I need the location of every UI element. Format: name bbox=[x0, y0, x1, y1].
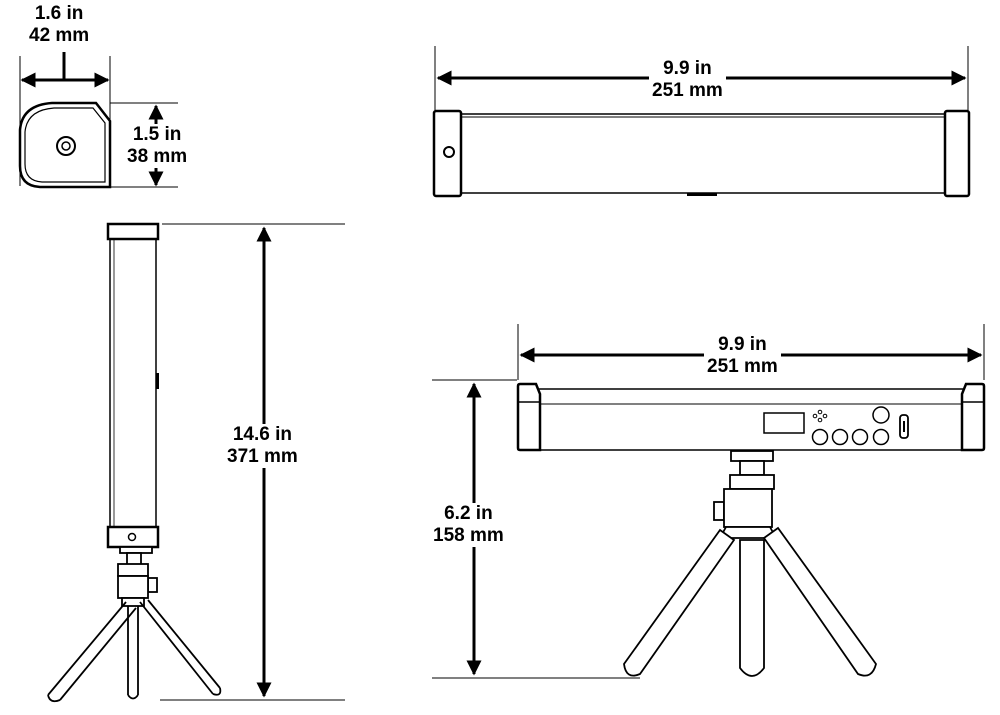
front-view bbox=[432, 324, 986, 679]
end-width-label: 1.6 in 42 mm bbox=[26, 3, 93, 47]
front-usb-port bbox=[899, 414, 909, 439]
front-height-metric: 158 mm bbox=[433, 525, 504, 546]
front-tripod-legs bbox=[623, 526, 877, 677]
front-length-metric: 251 mm bbox=[707, 356, 778, 377]
front-tube-body bbox=[537, 388, 965, 451]
top-length-label: 9.9 in 251 mm bbox=[649, 58, 726, 102]
top-length-metric: 251 mm bbox=[652, 80, 723, 101]
end-width-metric: 42 mm bbox=[29, 25, 90, 46]
side-end-cap-top bbox=[106, 222, 160, 241]
side-tube-body bbox=[109, 237, 157, 529]
side-tripod-legs bbox=[47, 599, 222, 703]
side-end-cap-bottom bbox=[106, 525, 160, 549]
end-width-imperial: 1.6 in bbox=[34, 3, 84, 24]
front-mini-buttons bbox=[812, 409, 828, 423]
front-buttons-row bbox=[811, 428, 890, 446]
top-cap-hole bbox=[443, 146, 455, 158]
top-end-cap-right bbox=[943, 109, 971, 198]
side-height-imperial: 14.6 in bbox=[232, 424, 292, 445]
end-mount-hole-inner bbox=[61, 141, 71, 151]
front-height-imperial: 6.2 in bbox=[444, 503, 493, 524]
end-profile-inner bbox=[24, 107, 106, 183]
front-end-cap-right bbox=[960, 382, 986, 452]
side-button bbox=[156, 373, 159, 389]
end-height-label: 1.5 in 38 mm bbox=[124, 124, 191, 168]
end-height-metric: 38 mm bbox=[127, 146, 188, 167]
end-mount-hole-outer bbox=[56, 136, 76, 156]
front-power-button bbox=[872, 406, 890, 424]
top-view bbox=[432, 46, 971, 198]
top-length-imperial: 9.9 in bbox=[663, 58, 712, 79]
front-height-label: 6.2 in 158 mm bbox=[430, 503, 507, 547]
top-bottom-tab bbox=[687, 193, 717, 196]
side-height-label: 14.6 in 371 mm bbox=[224, 424, 301, 468]
front-length-label: 9.9 in 251 mm bbox=[704, 334, 781, 378]
end-view bbox=[18, 52, 178, 189]
front-length-imperial: 9.9 in bbox=[718, 334, 767, 355]
front-end-cap-left bbox=[516, 382, 542, 452]
top-tube-body bbox=[459, 113, 947, 194]
top-end-cap-left bbox=[432, 109, 463, 198]
side-view bbox=[47, 222, 345, 703]
side-height-metric: 371 mm bbox=[227, 446, 298, 467]
end-profile-outer bbox=[18, 101, 112, 189]
front-display-screen bbox=[763, 412, 805, 434]
end-height-imperial: 1.5 in bbox=[132, 124, 182, 145]
